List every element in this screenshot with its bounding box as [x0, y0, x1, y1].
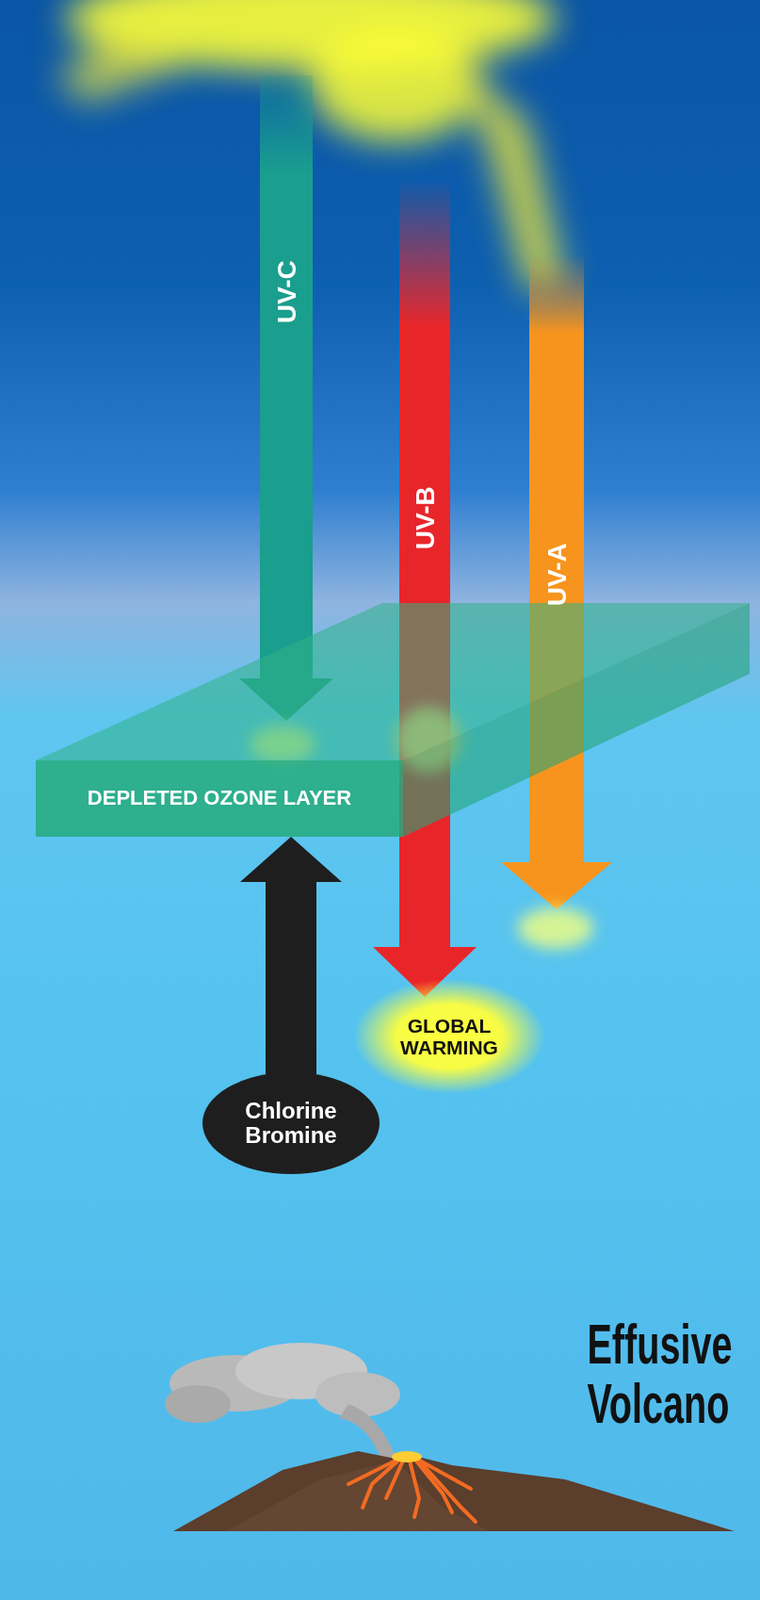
uv-b-arrow — [372, 178, 477, 997]
uv-a-label: UV-A — [542, 543, 570, 607]
global-warming-glow: GLOBAL WARMING — [355, 979, 544, 1093]
node-text: DEPLETED OZONE LAYER — [87, 786, 352, 809]
node-text: GLOBAL WARMING — [388, 1014, 511, 1058]
volcano-smoke — [164, 1342, 401, 1460]
volcano-title: Effusive Volcano — [586, 1313, 749, 1433]
node-text: Chlorine Bromine — [234, 1098, 348, 1149]
volcano-body — [173, 1450, 735, 1531]
uv-b-label: UV-B — [410, 486, 438, 550]
uv-a-arrow — [501, 254, 613, 909]
ozone-layer: DEPLETED OZONE LAYER — [35, 760, 404, 837]
volcano-shade — [226, 1459, 490, 1531]
halogen-oval: Chlorine Bromine — [202, 1071, 380, 1174]
crater-glow — [391, 1450, 422, 1462]
uv-c-label: UV-C — [272, 260, 300, 324]
ozone-side-face — [403, 602, 750, 837]
uv-c-arrow — [239, 75, 334, 721]
upward-arrow — [240, 836, 342, 1074]
lava-flows — [348, 1457, 476, 1521]
